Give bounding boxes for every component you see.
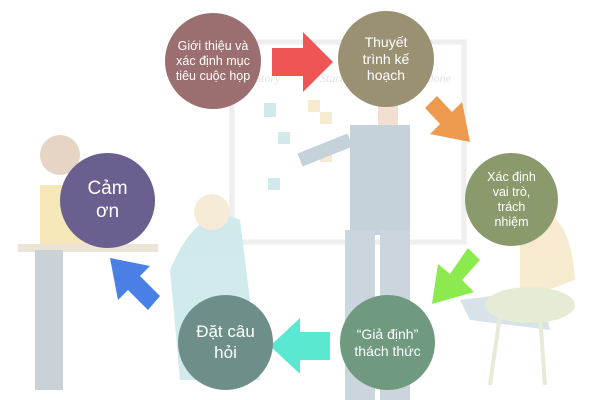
step-thanks-circle: Cảm ơn xyxy=(60,153,155,248)
step-roles-circle: Xác định vai trò, trách nhiệm xyxy=(465,153,558,246)
step-challenge-circle: “Giả định” thách thức xyxy=(340,295,435,390)
step-label: Giới thiệu và xác định mục tiêu cuộc họp xyxy=(175,38,251,83)
step-presentation-circle: Thuyết trình kế hoạch xyxy=(338,11,434,107)
step-label: Xác định vai trò, trách nhiệm xyxy=(487,169,536,229)
step-label: “Giả định” thách thức xyxy=(354,325,421,359)
step-label: Cảm ơn xyxy=(87,177,128,222)
step-label: Đặt câu hỏi xyxy=(196,322,255,362)
step-label: Thuyết trình kế hoạch xyxy=(362,33,410,84)
step-questions-circle: Đặt câu hỏi xyxy=(178,295,273,390)
step-intro-circle: Giới thiệu và xác định mục tiêu cuộc họp xyxy=(165,13,261,109)
